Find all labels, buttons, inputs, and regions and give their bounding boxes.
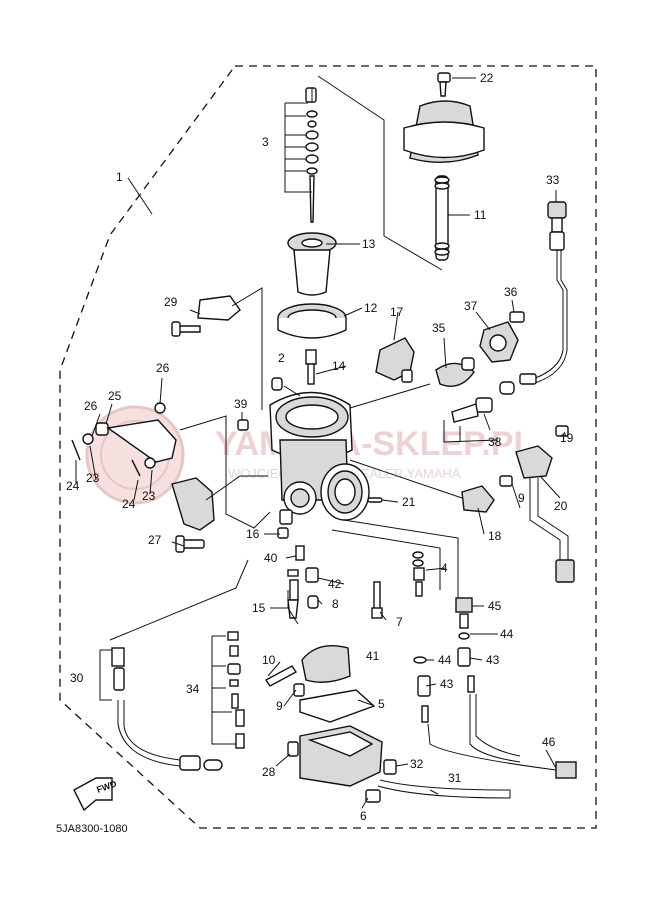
label-16: 16 xyxy=(246,527,260,541)
label-26a: 26 xyxy=(84,399,98,413)
label-24a: 24 xyxy=(66,479,80,493)
label-28: 28 xyxy=(262,765,276,779)
choke-cover xyxy=(375,337,415,383)
label-4: 4 xyxy=(441,561,448,575)
label-36: 36 xyxy=(504,285,518,299)
label-15: 15 xyxy=(252,601,266,615)
label-13: 13 xyxy=(362,237,376,251)
label-23b: 23 xyxy=(142,489,156,503)
lower-jets xyxy=(287,551,425,619)
label-40: 40 xyxy=(264,551,278,565)
carburetor-body xyxy=(269,391,370,525)
label-35: 35 xyxy=(432,321,446,335)
throttle-cable-end xyxy=(179,755,201,771)
label-39: 39 xyxy=(234,397,248,411)
label-44a: 44 xyxy=(438,653,452,667)
label-34: 34 xyxy=(186,682,200,696)
label-27: 27 xyxy=(148,533,162,547)
jets-upper xyxy=(271,349,317,391)
label-2: 2 xyxy=(278,351,285,365)
label-46: 46 xyxy=(542,735,556,749)
label-45: 45 xyxy=(488,599,502,613)
float-parts xyxy=(264,645,376,723)
label-21: 21 xyxy=(402,495,416,509)
label-42: 42 xyxy=(328,577,342,591)
pilot-stack xyxy=(111,631,245,749)
label-22: 22 xyxy=(480,71,494,85)
label-38: 38 xyxy=(488,435,502,449)
vacuum-piston xyxy=(287,232,337,296)
sensor-connector xyxy=(555,761,577,779)
label-5: 5 xyxy=(378,697,385,711)
float-bowl xyxy=(287,725,397,803)
choke-cable xyxy=(519,201,568,385)
label-31: 31 xyxy=(448,771,462,785)
label-37: 37 xyxy=(464,299,478,313)
diagram-code: 5JA8300-1080 xyxy=(56,823,128,835)
label-19: 19 xyxy=(560,431,574,445)
label-44b: 44 xyxy=(500,627,514,641)
leader-lines xyxy=(75,77,567,809)
label-25: 25 xyxy=(108,389,122,403)
label-33: 33 xyxy=(546,173,560,187)
label-43a: 43 xyxy=(440,677,454,691)
label-14: 14 xyxy=(332,359,346,373)
label-23a: 23 xyxy=(86,471,100,485)
label-26b: 26 xyxy=(156,361,170,375)
label-10: 10 xyxy=(262,653,276,667)
label-24b: 24 xyxy=(122,497,136,511)
label-3: 3 xyxy=(262,135,269,149)
label-7: 7 xyxy=(396,615,403,629)
label-43b: 43 xyxy=(486,653,500,667)
label-41: 41 xyxy=(366,649,380,663)
label-29: 29 xyxy=(164,295,178,309)
watermark-main: YAMAHA-SKLEP.PL xyxy=(215,425,534,463)
top-cap xyxy=(403,72,485,261)
label-8: 8 xyxy=(332,597,339,611)
part-number-labels: 1 2 3 4 5 6 7 8 9 9 10 11 12 13 14 15 16… xyxy=(66,71,574,823)
small-fasteners xyxy=(237,419,383,561)
throttle-sensor-parts xyxy=(461,425,575,583)
left-linkage xyxy=(71,402,215,553)
needle-parts-stack xyxy=(305,87,319,223)
fwd-arrow: FWD xyxy=(73,777,118,812)
label-9a: 9 xyxy=(276,699,283,713)
label-32: 32 xyxy=(410,757,424,771)
label-1: 1 xyxy=(116,170,123,184)
assembly-outline xyxy=(59,65,597,829)
label-12: 12 xyxy=(364,301,378,315)
accel-pump-parts xyxy=(435,311,525,423)
label-20: 20 xyxy=(554,499,568,513)
label-17: 17 xyxy=(390,305,404,319)
label-9b: 9 xyxy=(518,491,525,505)
label-18: 18 xyxy=(488,529,502,543)
label-6: 6 xyxy=(360,809,367,823)
throttle-bracket xyxy=(171,295,241,337)
label-30: 30 xyxy=(70,671,84,685)
diaphragm-ring xyxy=(277,303,347,339)
pump-rod-parts xyxy=(413,597,475,723)
label-11: 11 xyxy=(474,208,487,222)
